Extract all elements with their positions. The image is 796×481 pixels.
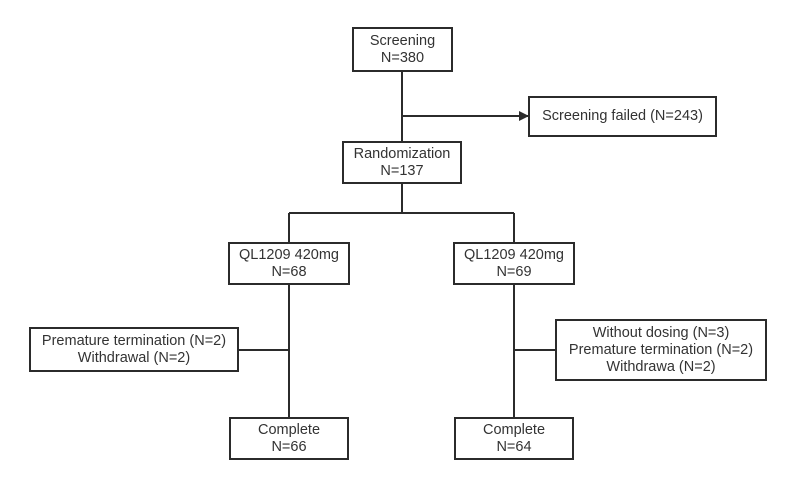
complete-right-box: Complete N=64 — [454, 417, 574, 460]
arm-right-count: N=69 — [496, 263, 532, 280]
screening-box: Screening N=380 — [352, 27, 453, 72]
screening-count: N=380 — [380, 49, 425, 66]
screening-failed-box: Screening failed (N=243) — [528, 96, 717, 137]
arm-left-label: QL1209 420mg — [239, 246, 339, 263]
complete-left-label: Complete — [257, 421, 321, 438]
complete-right-label: Complete — [482, 421, 546, 438]
arm-left-count: N=68 — [271, 263, 307, 280]
arm-left-box: QL1209 420mg N=68 — [228, 242, 350, 285]
randomization-count: N=137 — [380, 162, 424, 179]
screening-failed-label: Screening failed (N=243) — [542, 108, 703, 124]
discontinued-left-line-2: Withdrawal (N=2) — [77, 349, 191, 366]
discontinued-left-line-1: Premature termination (N=2) — [41, 332, 227, 349]
randomization-box: Randomization N=137 — [342, 141, 462, 184]
complete-left-count: N=66 — [271, 438, 307, 455]
complete-left-box: Complete N=66 — [229, 417, 349, 460]
arm-right-label: QL1209 420mg — [464, 246, 564, 263]
screening-label: Screening — [369, 32, 436, 49]
discontinued-right-box: Without dosing (N=3) Premature terminati… — [555, 319, 767, 381]
discontinued-right-line-1: Without dosing (N=3) — [592, 324, 730, 341]
discontinued-right-line-3: Withdrawa (N=2) — [606, 358, 716, 375]
complete-right-count: N=64 — [496, 438, 532, 455]
discontinued-left-box: Premature termination (N=2) Withdrawal (… — [29, 327, 239, 372]
randomization-label: Randomization — [353, 145, 451, 162]
discontinued-right-line-2: Premature termination (N=2) — [568, 341, 754, 358]
arm-right-box: QL1209 420mg N=69 — [453, 242, 575, 285]
